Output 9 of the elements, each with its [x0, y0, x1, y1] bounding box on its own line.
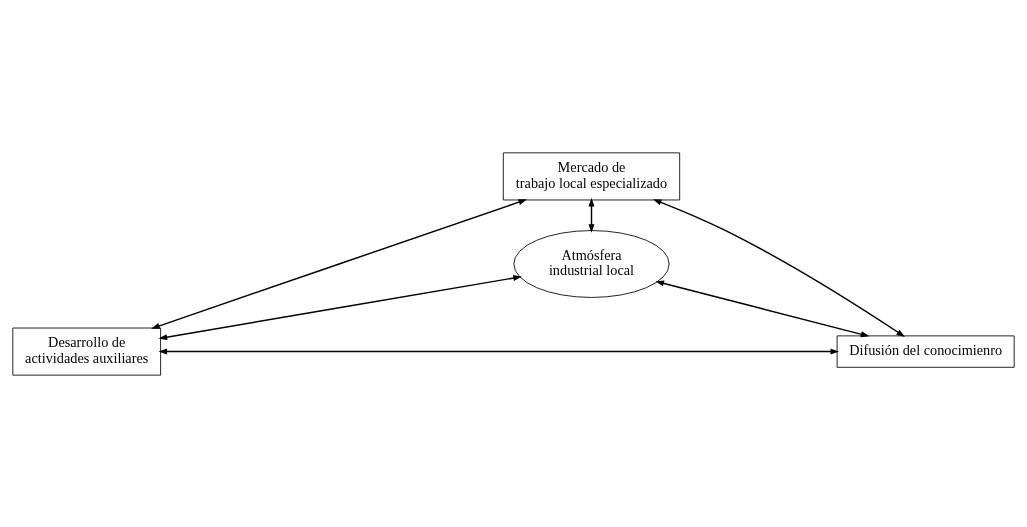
node-box: Mercado de trabajo local especializado: [502, 151, 681, 200]
node-box: Desarrollo de actividades auxiliares: [12, 327, 162, 376]
arrow: [158, 348, 840, 355]
arrow: [151, 198, 528, 329]
arrow: [158, 274, 522, 340]
arrow: [652, 198, 906, 337]
arrow: [655, 279, 870, 337]
arrow: [588, 197, 595, 233]
node-box: Difusión del conocimienro: [836, 334, 1015, 368]
